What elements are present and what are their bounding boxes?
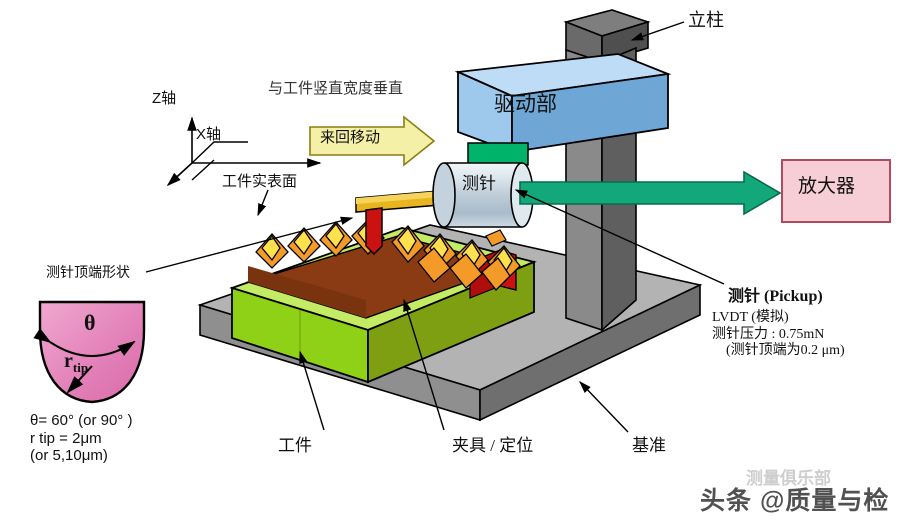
- drive-unit-label: 驱动部: [494, 92, 557, 116]
- label-pickup-details: LVDT (模拟) 测针压力 : 0.75mN (测针顶端为0.2 μm): [712, 310, 845, 360]
- leader-lines: [145, 21, 725, 433]
- label-workpiece: 工件: [278, 436, 312, 455]
- label-fixture: 夹具 / 定位: [452, 436, 534, 455]
- label-real-surface: 工件实表面: [222, 174, 298, 190]
- label-datum: 基准: [632, 436, 666, 455]
- axis-gizmo: [166, 116, 322, 187]
- axis-label-z: Z轴: [152, 90, 177, 107]
- tip-angle-symbol: θ: [84, 310, 96, 335]
- label-tip-shape-caption: 测针顶端形状: [46, 266, 130, 281]
- stylus-arm: [355, 189, 453, 256]
- motion-arrow: [309, 115, 436, 167]
- watermark-sub: 测量俱乐部: [746, 469, 831, 488]
- pickup-line-2: 测针压力 : 0.75mN: [712, 326, 825, 342]
- signal-arrow: [519, 170, 782, 216]
- tip-radius-sub: tip: [72, 360, 89, 375]
- drive-unit: [454, 53, 672, 154]
- tip-radius-r: r: [64, 350, 73, 372]
- label-column: 立柱: [688, 10, 724, 30]
- tip-spec-line-2: r tip = 2μm: [30, 429, 102, 447]
- motion-arrow-label: 来回移动: [320, 130, 381, 146]
- mount-block: [467, 142, 529, 166]
- note-perpendicular: 与工件竖直宽度垂直: [268, 81, 404, 97]
- amplifier-label: 放大器: [798, 176, 856, 197]
- tip-radius-symbol: rtip: [64, 350, 88, 375]
- tip-detail-shape: [33, 300, 146, 404]
- amplifier-box: [781, 159, 891, 223]
- tip-spec-line-1: θ= 60° (or 90° ): [30, 412, 133, 429]
- tip-spec-block: θ= 60° (or 90° ) r tip = 2μm (or 5,10μm): [30, 412, 132, 465]
- pickup-line-3: (测针顶端为0.2 μm): [726, 343, 845, 359]
- tip-spec-line-3: (or 5,10μm): [30, 447, 108, 465]
- probe-label: 测针: [462, 174, 496, 193]
- pickup-line-1: LVDT (模拟): [712, 310, 789, 325]
- rough-surface: [245, 219, 521, 319]
- axis-label-x: X轴: [196, 126, 222, 143]
- probe-cylinder: [432, 162, 534, 228]
- watermark-main: 头条 @质量与检测: [700, 487, 890, 515]
- label-pickup-title: 测针 (Pickup): [728, 288, 823, 305]
